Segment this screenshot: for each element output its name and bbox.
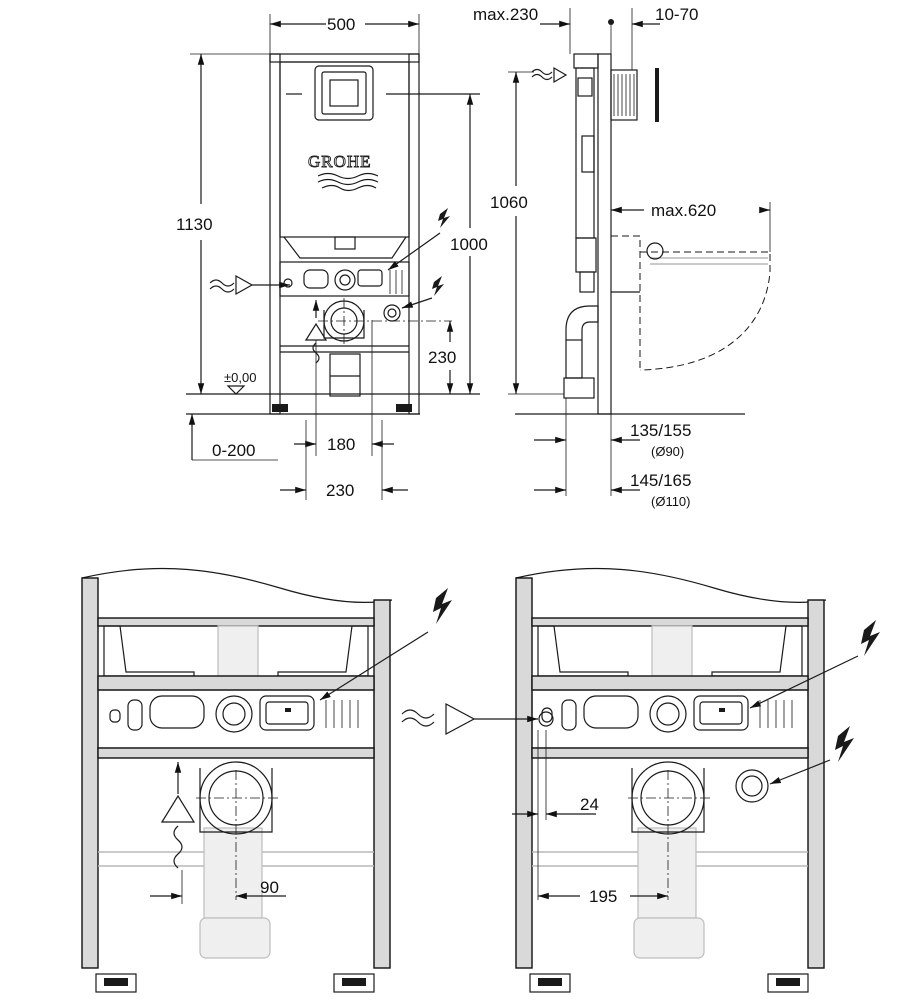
dim-spacing-180: 180: [327, 435, 355, 454]
detail-left: 90: [81, 567, 452, 993]
dim-height-230: 230: [428, 348, 456, 367]
dim-spacing-230: 230: [326, 481, 354, 500]
electric-bolt-icon: [749, 620, 880, 709]
dim-adjust-0-200: 0-200: [212, 441, 255, 460]
front-elevation: GROHE: [176, 14, 488, 500]
dim-height-1130: 1130: [176, 215, 213, 234]
detail-right: 24 195: [401, 567, 880, 993]
dim-offset-195: 195: [589, 887, 617, 906]
dim-height-1000: 1000: [450, 235, 488, 254]
side-elevation: max.230 10-70 1060 max.620 135/155 (Ø90)…: [473, 5, 771, 509]
dim-10-70: 10-70: [655, 5, 698, 24]
dim-135-155: 135/155: [630, 421, 691, 440]
dim-145-165-sub: (Ø110): [651, 494, 691, 509]
dim-offset-90: 90: [260, 878, 279, 897]
dim-offset-24: 24: [580, 795, 599, 814]
brand-logo: GROHE: [308, 152, 372, 171]
electric-bolt-icon: [387, 208, 450, 271]
electric-bolt-icon: [319, 588, 452, 701]
dim-max-620: max.620: [651, 201, 716, 220]
water-supply-icon: [531, 66, 568, 84]
floor-level-label: ±0,00: [224, 370, 256, 385]
electric-bolt-icon: [769, 726, 854, 785]
water-supply-icon: [401, 702, 554, 736]
dim-width-500: 500: [327, 15, 355, 34]
dim-max-230: max.230: [473, 5, 538, 24]
dim-135-155-sub: (Ø90): [651, 444, 684, 459]
water-supply-icon: [209, 274, 290, 296]
drain-icon: [160, 762, 196, 869]
electric-bolt-icon: [401, 276, 444, 309]
dim-145-165: 145/165: [630, 471, 691, 490]
dim-height-1060: 1060: [490, 193, 528, 212]
